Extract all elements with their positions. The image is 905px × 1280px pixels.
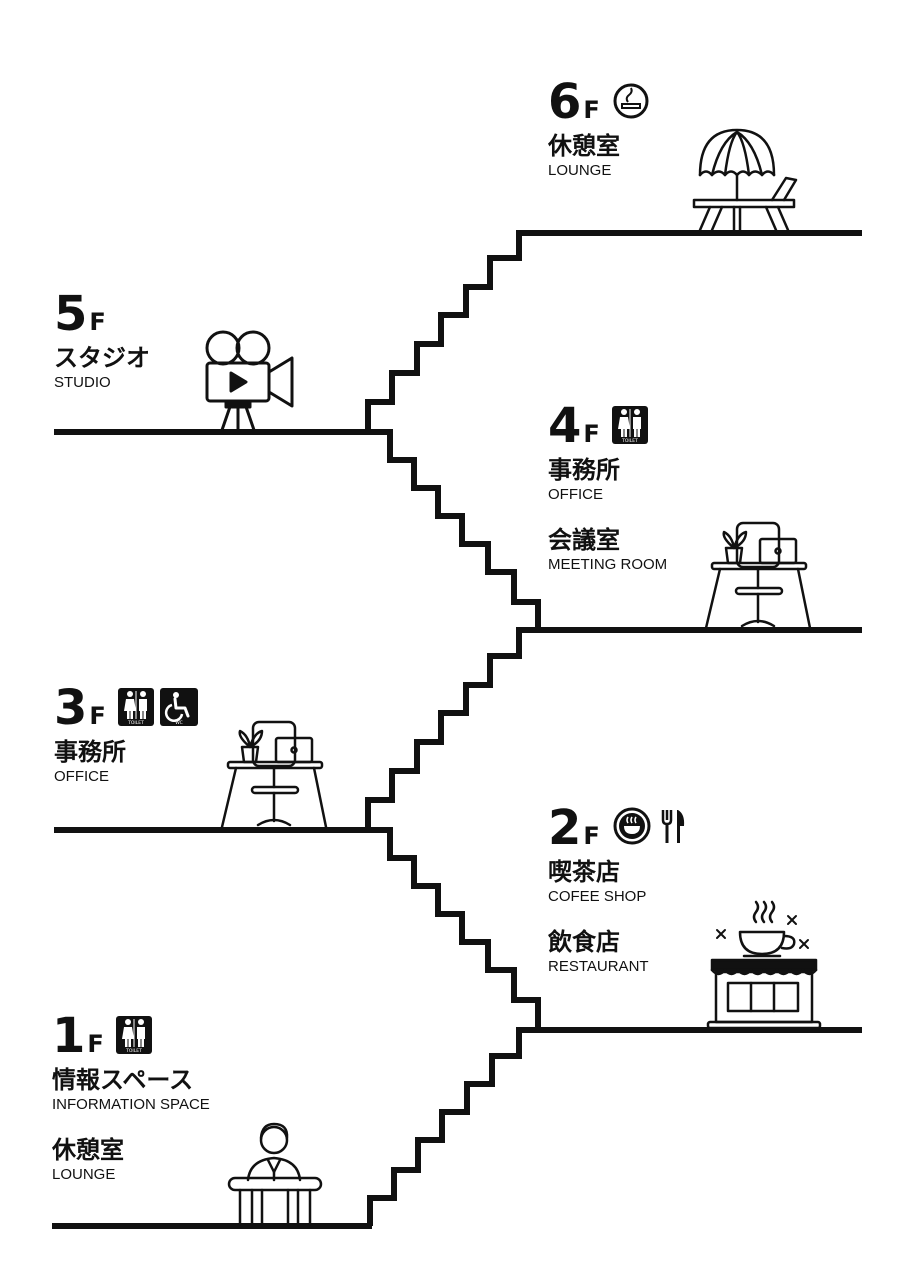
floor-number: 1 xyxy=(52,1008,85,1064)
room-name-jp: 情報スペース xyxy=(52,1066,194,1094)
floor-1f: 1 F TOILET 情報スペース INFORMATION SPACE 休憩室 … xyxy=(52,1004,210,1184)
room-name-jp: 休憩室 xyxy=(52,1136,124,1164)
floor-number: 3 xyxy=(54,680,87,736)
room-name-jp: スタジオ xyxy=(54,344,150,372)
room-name-jp: 飲食店 xyxy=(548,928,620,956)
room-name-jp: 喫茶店 xyxy=(548,858,620,886)
room-name-jp: 会議室 xyxy=(548,526,620,554)
toilet-icon: TOILET xyxy=(611,406,648,444)
wc-label: WC xyxy=(175,720,183,726)
room-name-en: LOUNGE xyxy=(52,1166,116,1183)
room-name-en: RESTAURANT xyxy=(548,958,649,975)
info-desk-person-illustration xyxy=(227,1122,323,1226)
film-camera-illustration xyxy=(205,330,294,431)
floor-number: 2 xyxy=(548,800,581,856)
floor-number: 6 xyxy=(548,74,581,130)
room-name-en: STUDIO xyxy=(54,374,111,391)
stairs-5f-4f xyxy=(368,429,541,630)
floor-suffix: F xyxy=(583,420,600,448)
room-name-jp: 休憩室 xyxy=(548,132,620,160)
room-name-en: COFEE SHOP xyxy=(548,888,647,905)
room-name-en: INFORMATION SPACE xyxy=(52,1096,210,1113)
room-name-en: OFFICE xyxy=(54,768,109,785)
toilet-icon: TOILET xyxy=(117,688,154,726)
floor-suffix: F xyxy=(583,96,600,124)
room-name-en: MEETING ROOM xyxy=(548,556,668,573)
toilet-label: TOILET xyxy=(127,720,144,726)
office-desk-illustration-4f xyxy=(704,521,812,630)
floor-suffix: F xyxy=(87,1030,104,1058)
room-name-en: OFFICE xyxy=(548,486,603,503)
toilet-label: TOILET xyxy=(125,1048,142,1054)
floor-6f: 6 F 休憩室 LOUNGE xyxy=(548,70,650,180)
stairs-5f-6f xyxy=(365,230,545,432)
toilet-icon: TOILET xyxy=(115,1016,152,1054)
floor-2f: 2 F 喫茶店 COFEE SHOP 飲食店 RESTAURANT xyxy=(548,796,688,976)
cafe-storefront-illustration xyxy=(706,900,822,1030)
room-name-en: LOUNGE xyxy=(548,162,612,179)
smoking-area-icon xyxy=(613,83,649,119)
room-name-jp: 事務所 xyxy=(54,738,126,766)
office-desk-illustration-3f xyxy=(220,720,328,829)
wheelchair-wc-icon: WC xyxy=(159,688,198,726)
stairs-3f-4f xyxy=(365,627,545,830)
fork-knife-icon xyxy=(661,810,684,843)
room-name-jp: 事務所 xyxy=(548,456,620,484)
floor-suffix: F xyxy=(89,702,106,730)
floor-number: 4 xyxy=(548,398,581,454)
stairs-3f-2f xyxy=(368,827,541,1030)
floor-suffix: F xyxy=(583,822,600,850)
floor-4f: 4 F TOILET 事務所 OFFICE 会議室 MEETING ROOM xyxy=(548,394,667,574)
parasol-table-illustration xyxy=(692,128,798,232)
toilet-label: TOILET xyxy=(621,438,638,444)
floor-number: 5 xyxy=(54,286,87,342)
coffee-cup-icon xyxy=(613,807,651,845)
floor-3f: 3 F TOILET WC xyxy=(54,676,198,786)
floor-5f: 5 F スタジオ STUDIO xyxy=(54,282,150,392)
floor-suffix: F xyxy=(89,308,106,336)
stairs-1f-2f xyxy=(367,1027,545,1226)
